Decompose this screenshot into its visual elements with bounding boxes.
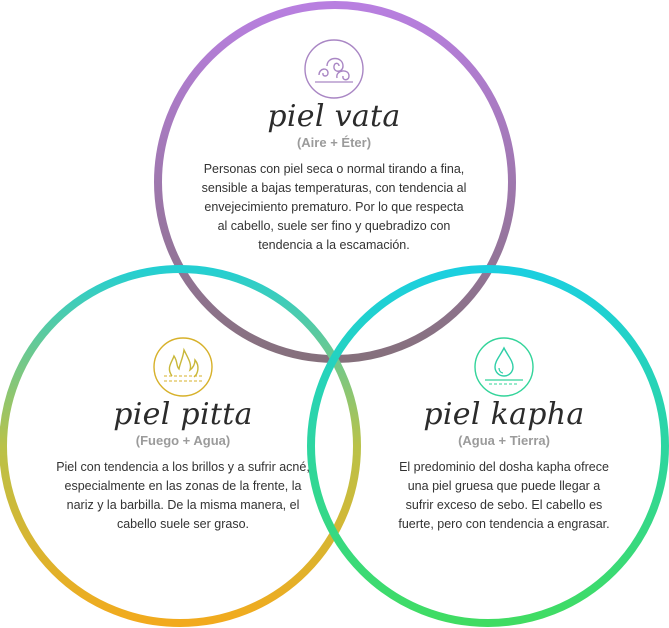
vata-title: piel vata (267, 99, 401, 134)
vata-elements: (Aire + Éter) (296, 135, 372, 150)
vata-description: Personas con piel seca o normal tirando … (201, 162, 467, 252)
kapha-panel: piel kapha (Agua + Tierra) El predominio… (388, 336, 620, 534)
kapha-description: El predominio del dosha kapha ofrece una… (398, 460, 610, 531)
water-drop-icon (474, 337, 534, 397)
pitta-description: Piel con tendencia a los brillos y a suf… (56, 460, 310, 531)
kapha-elements: (Agua + Tierra) (458, 433, 550, 448)
pitta-title: piel pitta (113, 397, 253, 432)
pitta-elements: (Fuego + Agua) (135, 433, 231, 448)
ring-kapha (307, 265, 669, 627)
kapha-title: piel kapha (423, 397, 585, 432)
flame-icon (153, 337, 213, 397)
pitta-panel: piel pitta (Fuego + Agua) Piel con tende… (52, 336, 314, 534)
vata-panel: piel vata (Aire + Éter) Personas con pie… (196, 38, 472, 255)
wind-swirl-icon (304, 39, 364, 99)
ring-pitta (0, 265, 361, 627)
